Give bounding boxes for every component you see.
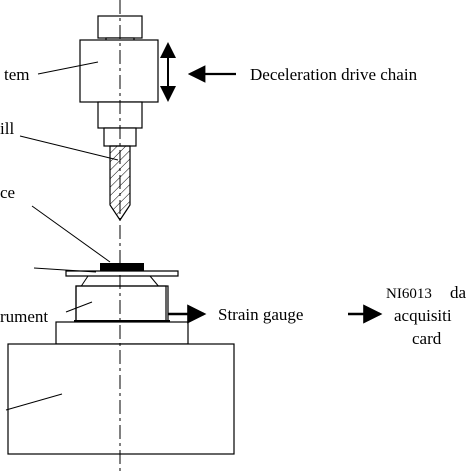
leader-instrument bbox=[65, 301, 93, 313]
instrument-body bbox=[75, 285, 169, 323]
label-daq-line1: da bbox=[450, 283, 467, 302]
label-daq-line3: card bbox=[412, 329, 442, 348]
label-strain-gauge: Strain gauge bbox=[218, 305, 303, 324]
label-instrument: rument bbox=[0, 307, 48, 326]
label-system: tem bbox=[4, 65, 30, 84]
label-daq-line2: acquisiti bbox=[394, 306, 452, 325]
leader-system bbox=[37, 61, 99, 75]
workpiece bbox=[100, 263, 144, 271]
plate bbox=[65, 270, 179, 277]
instrument-step bbox=[74, 320, 170, 322]
bottom-base bbox=[7, 343, 235, 455]
leader-workpiece bbox=[31, 205, 111, 263]
spindle-body bbox=[79, 39, 159, 103]
leader-drill bbox=[19, 135, 119, 161]
leader-plate bbox=[33, 267, 97, 273]
middle-base bbox=[55, 321, 189, 345]
label-workpiece: ce bbox=[0, 183, 15, 202]
leader-base bbox=[5, 393, 63, 411]
label-deceleration: Deceleration drive chain bbox=[250, 65, 418, 84]
label-drill: ill bbox=[0, 119, 14, 138]
label-daq-prefix: NI6013 bbox=[386, 286, 432, 302]
